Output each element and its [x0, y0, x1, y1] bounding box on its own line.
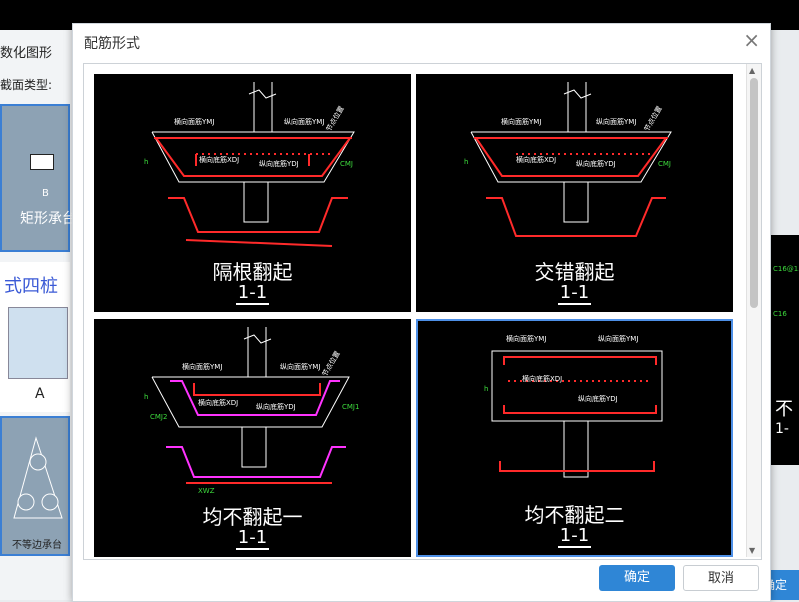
option-caption: 交错翻起	[534, 260, 615, 284]
option-caption: 均不翻起一	[202, 505, 303, 529]
svg-text:横向面筋YMJ: 横向面筋YMJ	[501, 117, 541, 126]
svg-text:横向面筋YMJ: 横向面筋YMJ	[506, 334, 546, 343]
option-no-bend-one[interactable]: 横向面筋YMJ 纵向面筋YMJ 横向底筋XDJ 纵向底筋YDJ CMJ1 CMJ…	[94, 319, 411, 557]
svg-text:横向面筋YMJ: 横向面筋YMJ	[182, 362, 222, 371]
dialog-title: 配筋形式	[84, 36, 140, 52]
four-pile-shape	[8, 307, 68, 379]
svg-text:纵向面筋YMJ: 纵向面筋YMJ	[598, 334, 638, 343]
triangle-cap-icon	[13, 436, 63, 519]
option-no-bend-two[interactable]: 横向面筋YMJ 纵向面筋YMJ 横向底筋XDJ 纵向底筋YDJ h 均不翻起二 …	[416, 319, 733, 557]
background-card-rect[interactable]: B 矩形承台	[0, 104, 72, 252]
card-label: 式四桩	[4, 276, 58, 297]
svg-text:横向面筋YMJ: 横向面筋YMJ	[174, 117, 214, 126]
svg-text:XWZ: XWZ	[198, 487, 215, 495]
svg-text:纵向底筋YDJ: 纵向底筋YDJ	[259, 159, 299, 168]
dimension-letter: B	[42, 188, 49, 199]
background-card-uneven[interactable]: 不等边承台	[0, 416, 70, 556]
svg-text:纵向底筋YDJ: 纵向底筋YDJ	[578, 394, 618, 403]
close-icon[interactable]: ×	[743, 28, 760, 52]
svg-text:纵向面筋YMJ: 纵向面筋YMJ	[284, 117, 324, 126]
hatch-icon	[30, 154, 54, 170]
section-drawing: 横向面筋YMJ 纵向面筋YMJ 横向底筋XDJ 纵向底筋YDJ CMJ h 节点…	[144, 82, 355, 247]
svg-text:纵向底筋YDJ: 纵向底筋YDJ	[576, 159, 616, 168]
card-label: 不等边承台	[12, 540, 62, 551]
scroll-up-icon[interactable]: ▲	[749, 66, 756, 75]
svg-text:节点位置: 节点位置	[642, 104, 664, 133]
option-staggered-bend[interactable]: 横向面筋YMJ 纵向面筋YMJ 横向底筋XDJ 纵向底筋YDJ CMJ h 节点…	[416, 74, 733, 312]
vertical-scrollbar[interactable]: ▲ ▼	[746, 64, 761, 557]
rebar-form-dialog: 配筋形式 × 横向面筋YMJ 纵向面筋YMJ 横向底筋XDJ 纵向底筋Y	[72, 23, 771, 602]
dimension-letter: A	[35, 386, 45, 402]
confirm-button[interactable]: 确定	[599, 565, 675, 591]
svg-text:节点位置: 节点位置	[324, 104, 346, 133]
section-mark: 1-1	[557, 282, 592, 305]
svg-text:CMJ1: CMJ1	[342, 403, 359, 411]
background-left-panel: 数化图形 截面类型: B 矩形承台 式四桩 A 不等边承台	[0, 30, 72, 600]
options-panel: 横向面筋YMJ 纵向面筋YMJ 横向底筋XDJ 纵向底筋YDJ CMJ h 节点…	[83, 63, 762, 560]
section-drawing: 横向面筋YMJ 纵向面筋YMJ 横向底筋XDJ 纵向底筋YDJ CMJ1 CMJ…	[144, 327, 359, 495]
option-caption: 隔根翻起	[212, 260, 293, 284]
svg-text:CMJ: CMJ	[340, 160, 353, 168]
background-section-type-label: 截面类型:	[0, 78, 53, 92]
section-drawing: 横向面筋YMJ 纵向面筋YMJ 横向底筋XDJ 纵向底筋YDJ CMJ h 节点…	[464, 82, 672, 237]
svg-text:纵向面筋YMJ: 纵向面筋YMJ	[280, 362, 320, 371]
svg-text:CMJ: CMJ	[658, 160, 671, 168]
section-mark: 1-1	[235, 527, 270, 550]
svg-text:h: h	[144, 158, 148, 166]
svg-text:h: h	[484, 385, 488, 393]
svg-text:CMJ2: CMJ2	[150, 413, 167, 421]
scroll-thumb[interactable]	[750, 78, 758, 308]
svg-text:纵向底筋YDJ: 纵向底筋YDJ	[256, 402, 296, 411]
option-alternate-bend[interactable]: 横向面筋YMJ 纵向面筋YMJ 横向底筋XDJ 纵向底筋YDJ CMJ h 节点…	[94, 74, 411, 312]
section-drawing: 横向面筋YMJ 纵向面筋YMJ 横向底筋XDJ 纵向底筋YDJ h	[484, 334, 663, 478]
svg-text:横向底筋XDJ: 横向底筋XDJ	[198, 398, 238, 407]
background-title: 数化图形	[0, 46, 53, 61]
svg-text:h: h	[144, 393, 148, 401]
svg-text:横向底筋XDJ: 横向底筋XDJ	[522, 374, 562, 383]
section-mark: 1-1	[235, 282, 270, 305]
svg-text:横向底筋XDJ: 横向底筋XDJ	[516, 155, 556, 164]
svg-text:纵向面筋YMJ: 纵向面筋YMJ	[596, 117, 636, 126]
section-mark: 1-1	[557, 525, 592, 548]
background-card-four-pile[interactable]: 式四桩 A	[0, 262, 70, 412]
background-preview: C16@150 C16 不 1-	[771, 235, 799, 465]
svg-text:横向底筋XDJ: 横向底筋XDJ	[199, 155, 239, 164]
svg-text:h: h	[464, 158, 468, 166]
cancel-button[interactable]: 取消	[683, 565, 759, 591]
svg-text:节点位置: 节点位置	[320, 349, 342, 378]
option-caption: 均不翻起二	[524, 503, 625, 527]
card-label: 矩形承台	[20, 211, 72, 227]
scroll-down-icon[interactable]: ▼	[749, 546, 756, 555]
